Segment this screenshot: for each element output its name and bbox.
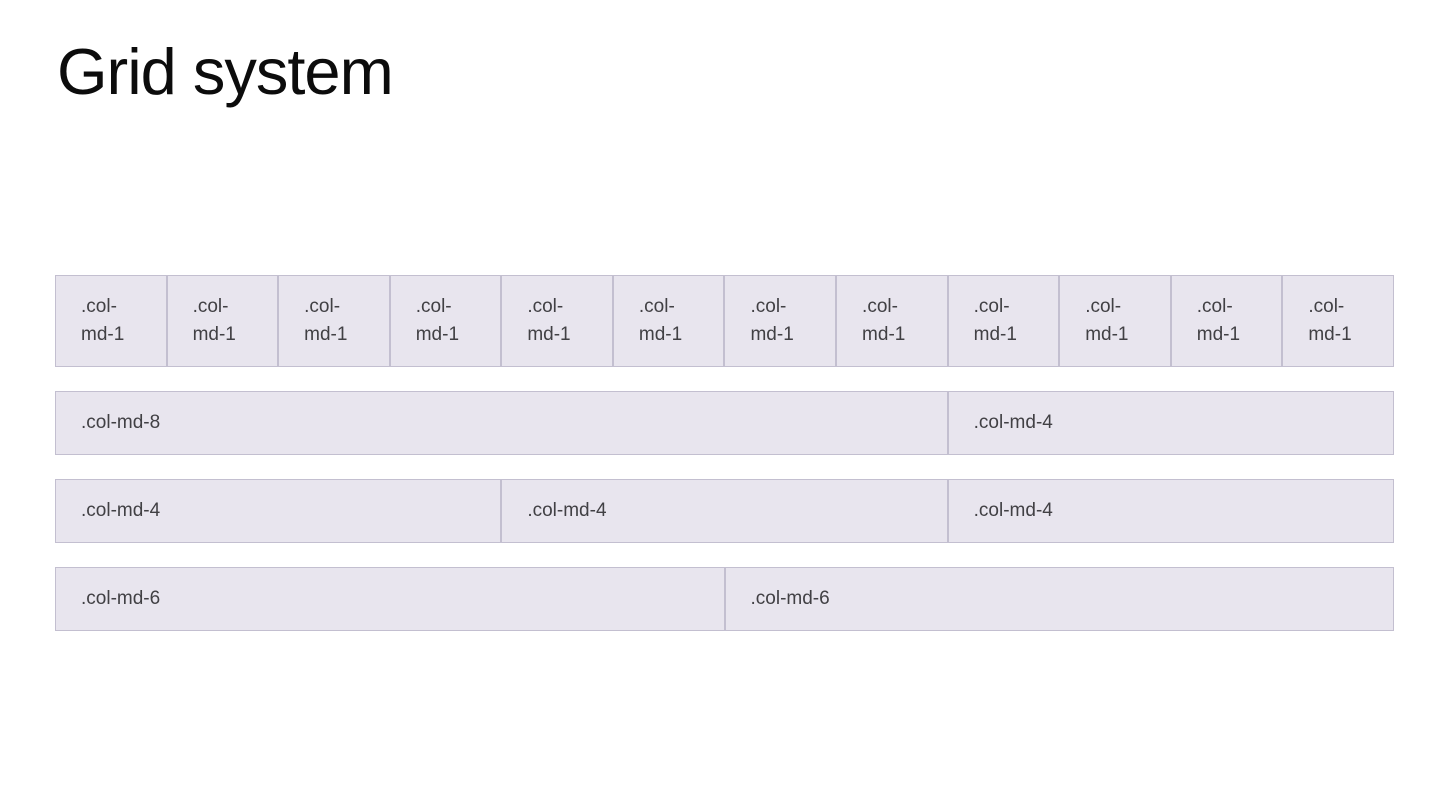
grid-col-label: .col-md-4 xyxy=(81,500,161,521)
grid-col-label: .col-md-4 xyxy=(973,500,1053,521)
grid-col: .col-md-1 xyxy=(724,275,837,367)
grid-col-label: .col-md-1 xyxy=(81,296,125,345)
grid-col: .col-md-4 xyxy=(501,479,948,543)
grid-col: .col-md-1 xyxy=(278,275,390,367)
grid-col-label: .col-md-1 xyxy=(973,296,1017,345)
grid-col-label: .col-md-8 xyxy=(81,412,161,433)
grid-col-label: .col-md-1 xyxy=(750,296,794,345)
grid-col: .col-md-1 xyxy=(55,275,167,367)
grid-col: .col-md-8 xyxy=(55,391,948,455)
grid-col-label: .col-md-1 xyxy=(192,296,236,345)
grid-col-label: .col-md-1 xyxy=(415,296,460,345)
grid-col: .col-md-1 xyxy=(166,275,279,367)
grid-row: .col-md-1 .col-md-1 .col-md-1 .col-md-1 .col… xyxy=(55,275,1394,367)
grid-col: .col-md-1 xyxy=(612,275,725,367)
grid-col: .col-md-1 xyxy=(1170,275,1283,367)
grid-col: .col-md-4 xyxy=(947,479,1394,543)
grid-col-label: .col-md-4 xyxy=(527,500,607,521)
grid-col-label: .col-md-1 xyxy=(638,296,683,345)
grid-col-label: .col-md-4 xyxy=(973,412,1053,433)
grid-col-label: .col-md-1 xyxy=(304,296,348,345)
grid-col: .col-md-1 xyxy=(836,275,948,367)
grid-row: .col-md-4 .col-md-4 .col-md-4 xyxy=(55,479,1394,543)
grid-col: .col-md-6 xyxy=(55,567,725,631)
grid-col: .col-md-4 xyxy=(55,479,502,543)
grid-col-label: .col-md-6 xyxy=(750,588,830,609)
grid-col: .col-md-1 xyxy=(389,275,502,367)
grid-col: .col-md-6 xyxy=(724,567,1394,631)
grid-col-label: .col-md-6 xyxy=(81,588,161,609)
grid-row: .col-md-6 .col-md-6 xyxy=(55,567,1394,631)
grid-col: .col-md-1 xyxy=(947,275,1060,367)
grid-col: .col-md-4 xyxy=(947,391,1394,455)
grid-col-label: .col-md-1 xyxy=(1308,296,1352,345)
page-title: Grid system xyxy=(57,35,394,108)
grid-col-label: .col-md-1 xyxy=(862,296,906,345)
grid-col: .col-md-1 xyxy=(501,275,613,367)
grid-col: .col-md-1 xyxy=(1059,275,1171,367)
grid-col-label: .col-md-1 xyxy=(1085,296,1129,345)
grid-row: .col-md-8 .col-md-4 xyxy=(55,391,1394,455)
grid-col-label: .col-md-1 xyxy=(527,296,571,345)
grid-col-label: .col-md-1 xyxy=(1196,296,1241,345)
grid: .col-md-1 .col-md-1 .col-md-1 .col-md-1 .col… xyxy=(55,275,1394,655)
grid-col: .col-md-1 xyxy=(1282,275,1394,367)
